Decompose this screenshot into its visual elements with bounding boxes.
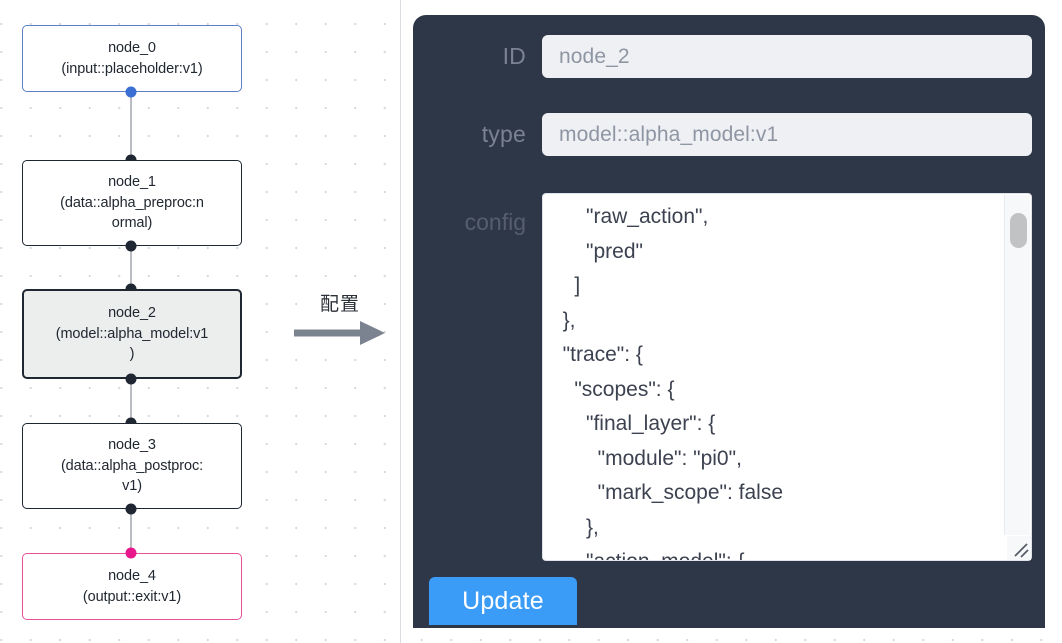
id-input[interactable] [542, 35, 1032, 78]
graph-node-node_0[interactable]: node_0 (input::placeholder:v1) [22, 25, 242, 92]
type-input[interactable] [542, 113, 1032, 156]
node_1-source-handle[interactable] [125, 240, 137, 252]
graph-node-node_1[interactable]: node_1 (data::alpha_preproc:n ormal) [22, 160, 242, 246]
config-scrollbar-thumb[interactable] [1010, 213, 1027, 248]
id-field-label: ID [502, 43, 526, 69]
node_2-source-handle[interactable] [125, 373, 137, 385]
config-textarea[interactable]: "raw_action", "pred" ] }, "trace": { "sc… [542, 193, 1032, 561]
resize-grip-icon [1014, 543, 1029, 558]
config-textarea-wrapper: "raw_action", "pred" ] }, "trace": { "sc… [542, 193, 1032, 561]
node_0-source-handle[interactable] [125, 86, 137, 98]
node-config-panel: ID type config "raw_action", "pred" ] },… [413, 15, 1045, 628]
graph-node-label: node_4 (output::exit:v1) [82, 567, 182, 605]
graph-node-node_3[interactable]: node_3 (data::alpha_postproc: v1) [22, 423, 242, 509]
graph-node-node_2[interactable]: node_2 (model::alpha_model:v1 ) [22, 289, 242, 379]
node_4-target-handle[interactable] [125, 547, 137, 559]
id-field-row: ID [413, 35, 1045, 78]
edge-node_2-node_3 [130, 379, 132, 423]
graph-node-label: node_1 (data::alpha_preproc:n ormal) [60, 174, 204, 232]
graph-node-label: node_0 (input::placeholder:v1) [61, 39, 203, 77]
config-field-label: config [464, 209, 526, 235]
type-field-label: type [481, 121, 526, 147]
graph-node-node_4[interactable]: node_4 (output::exit:v1) [22, 553, 242, 620]
flow-annotation: 配置 [286, 295, 394, 346]
graph-canvas[interactable]: node_0 (input::placeholder:v1) node_1 (d… [0, 0, 400, 643]
arrow-right-icon [294, 321, 385, 345]
edge-node_0-node_1 [130, 92, 132, 160]
edge-node_1-node_2 [130, 246, 132, 289]
node_3-source-handle[interactable] [125, 503, 137, 515]
type-field-row: type [413, 113, 1045, 156]
canvas-divider [400, 0, 401, 643]
graph-node-label: node_3 (data::alpha_postproc: v1) [60, 437, 204, 495]
config-scrollbar[interactable] [1004, 195, 1030, 535]
flow-caption-label: 配置 [319, 293, 360, 315]
edge-node_3-node_4 [130, 509, 132, 553]
config-resize-grip[interactable] [1007, 536, 1031, 560]
graph-node-label: node_2 (model::alpha_model:v1 ) [55, 305, 209, 363]
config-field-row: config "raw_action", "pred" ] }, "trace"… [413, 193, 1045, 561]
update-button[interactable]: Update [429, 577, 577, 625]
